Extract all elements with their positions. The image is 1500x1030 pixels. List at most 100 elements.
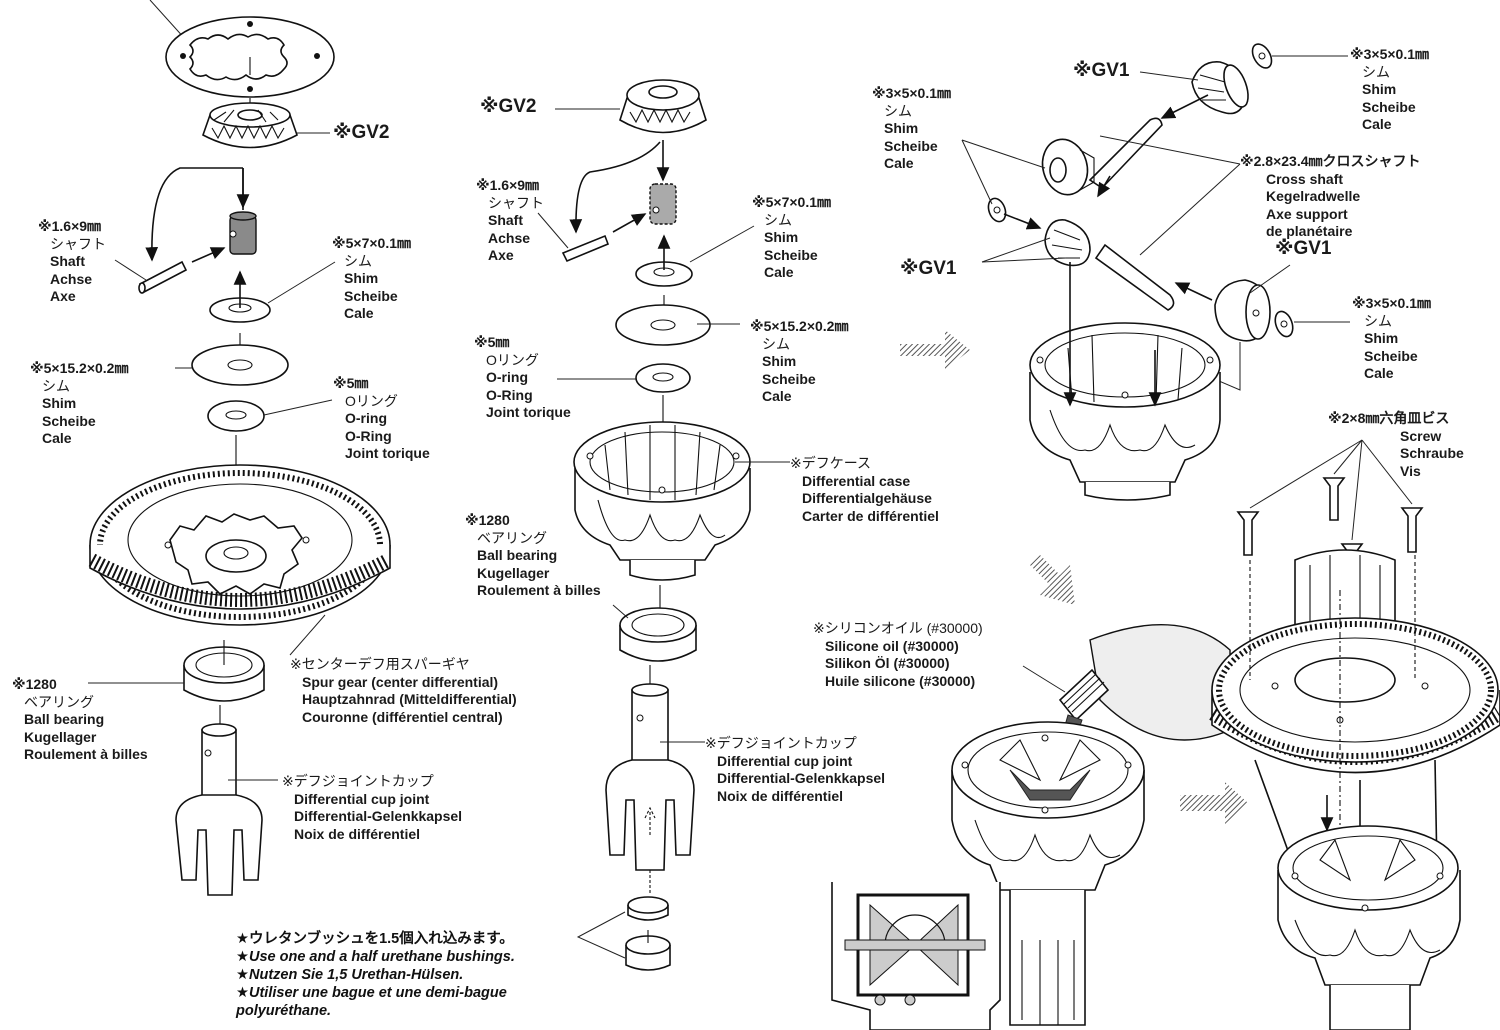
urethane-bushing-note: ★ウレタンブッシュを1.5個入れ込みます。 ★Use one and a hal…: [236, 930, 515, 1020]
label-shaft: ※1.6×9㎜ シャフト Shaft Achse Axe: [38, 218, 106, 306]
part-name-de: Kegelradwelle: [1266, 188, 1361, 204]
note-fr-cont: polyuréthane.: [236, 1003, 332, 1019]
part-name-de: O-Ring: [345, 427, 392, 444]
label-shim-large: ※5×15.2×0.2㎜ シム Shim Scheibe Cale: [750, 318, 848, 406]
part-name-de: Achse: [50, 270, 93, 287]
part-name-de: Scheibe: [42, 412, 96, 429]
part-name-fr: Cale: [42, 430, 72, 446]
bushing-part: [649, 183, 677, 225]
label-shim-small: ※5×7×0.1㎜ シム Shim Scheibe Cale: [752, 194, 831, 282]
part-name-fr: Huile silicone (#30000): [825, 672, 976, 689]
part-size: ※5×7×0.1㎜: [752, 194, 831, 210]
part-size: ※5㎜: [333, 375, 369, 391]
part-name-fr: Cale: [762, 388, 792, 404]
part-name-de: Scheibe: [1364, 347, 1418, 364]
part-name-jp: シム: [42, 377, 70, 394]
part-name-de: Differential-Gelenkkapsel: [717, 770, 886, 786]
part-name-en: Ball bearing: [24, 711, 105, 727]
label-gv2: ※GV2: [480, 96, 537, 117]
gv2-gear-part: [202, 102, 298, 149]
part-name-fr: Cale: [764, 264, 794, 280]
part-size: ※3×5×0.1㎜: [1350, 46, 1429, 62]
label-shaft: ※1.6×9㎜ シャフト Shaft Achse Axe: [476, 177, 544, 265]
cup-joint-part: [175, 723, 263, 896]
spur-gear-part: [1209, 617, 1500, 774]
part-size: ※1280: [465, 512, 510, 528]
part-name-fr: Axe: [50, 288, 76, 304]
oring-part: [207, 400, 265, 432]
label-cup-joint: ※デフジョイントカップ Differential cup joint Diffe…: [282, 773, 462, 843]
label-screw: ※2×8㎜六角皿ビス Screw Schraube Vis: [1328, 410, 1464, 480]
part-name-jp: シム: [344, 252, 372, 269]
part-name-en: Differential cup joint: [717, 752, 853, 769]
part-size: ※5×15.2×0.2㎜: [30, 360, 129, 376]
label-shim-large: ※5×15.2×0.2㎜ シム Shim Scheibe Cale: [30, 360, 128, 448]
part-size: ※1.6×9㎜: [476, 177, 540, 193]
urethane-bushing-parts: [625, 896, 671, 971]
part-size: ※2.8×23.4㎜クロスシャフト: [1240, 153, 1421, 169]
part-name-de: Kugellager: [477, 564, 550, 581]
note-de: ★Nutzen Sie 1,5 Urethan-Hülsen.: [236, 967, 464, 983]
bushing-part: [229, 211, 257, 255]
diff-case-part: [573, 421, 751, 581]
part-name-de: Silikon Öl (#30000): [825, 655, 950, 671]
part-name-jp: シャフト: [50, 235, 106, 252]
part-name-en: Differential case: [802, 472, 911, 489]
part-name-en: Spur gear (center differential): [302, 673, 499, 690]
bearing-part: [619, 607, 697, 662]
label-shim-small: ※5×7×0.1㎜ シム Shim Scheibe Cale: [332, 235, 411, 323]
part-name-en: Shim: [42, 395, 77, 411]
part-name-de: Scheibe: [884, 137, 938, 154]
part-name-en: Screw: [1400, 427, 1442, 444]
step-arrow-right-icon: [1180, 782, 1248, 824]
part-name-de: Kugellager: [24, 728, 97, 745]
part-name-en: Shaft: [50, 253, 85, 269]
gv1-gear-part: [1214, 279, 1271, 342]
part-name-de: Scheibe: [762, 370, 816, 387]
part-size: ※1280: [12, 676, 57, 692]
part-name-fr: Axe: [488, 247, 514, 263]
part-name-de: Differential-Gelenkkapsel: [294, 808, 463, 824]
label-silicone-oil: ※シリコンオイル (#30000) Silicone oil (#30000) …: [813, 620, 983, 690]
step-arrow-right-icon: [900, 330, 970, 370]
label-shim-top-right: ※3×5×0.1㎜ シム Shim Scheibe Cale: [1350, 46, 1429, 134]
part-name-de: Differentialgehäuse: [802, 490, 932, 506]
part-name-en: O-ring: [345, 410, 387, 426]
label-diff-case: ※デフケース Differential case Differentialgeh…: [790, 455, 939, 525]
oring-part: [635, 363, 691, 393]
diff-case-part: [951, 721, 1145, 891]
part-size: ※5㎜: [474, 334, 510, 350]
part-name-jp: ベアリング: [477, 529, 547, 546]
part-name-fr: Cale: [1364, 365, 1394, 381]
part-name-en: O-ring: [486, 369, 528, 385]
part-name-en: Silicone oil (#30000): [825, 637, 959, 654]
step-arrow-down-icon: [1030, 555, 1075, 605]
part-name-jp: ※シリコンオイル (#30000): [813, 620, 983, 636]
part-name-de: Scheibe: [1362, 98, 1416, 115]
gv1-gear-part: [1041, 138, 1095, 196]
note-fr: ★Utiliser une bague et une demi-bague: [236, 985, 507, 1001]
part-name-fr: Couronne (différentiel central): [302, 708, 503, 725]
label-shim-bottom-right: ※3×5×0.1㎜ シム Shim Scheibe Cale: [1352, 295, 1431, 383]
part-name-fr: Noix de différentiel: [717, 787, 844, 804]
part-name-fr: Cale: [344, 305, 374, 321]
part-name-fr: Cale: [1362, 116, 1392, 132]
label-cross-shaft: ※2.8×23.4㎜クロスシャフト Cross shaft Kegelradwe…: [1240, 153, 1421, 241]
large-shim-part: [615, 304, 711, 346]
middle-assembly: [537, 79, 790, 971]
left-assembly: [88, 0, 392, 896]
part-name-de: Scheibe: [344, 287, 398, 304]
note-jp: ★ウレタンブッシュを1.5個入れ込みます。: [236, 931, 514, 947]
part-name-fr: Joint torique: [345, 445, 430, 461]
part-name-jp: Oリング: [486, 351, 539, 368]
label-gv1-left: ※GV1: [900, 258, 957, 279]
label-bearing: ※1280 ベアリング Ball bearing Kugellager Roul…: [12, 676, 148, 764]
part-name-jp: シャフト: [488, 194, 544, 211]
part-name-fr: Roulement à billes: [24, 746, 148, 762]
label-oring: ※5㎜ Oリング O-ring O-Ring Joint torique: [333, 375, 430, 463]
part-name-de: Achse: [488, 229, 531, 246]
label-shim-left: ※3×5×0.1㎜ シム Shim Scheibe Cale: [872, 85, 951, 173]
part-size: ※3×5×0.1㎜: [872, 85, 951, 101]
part-name-jp: シム: [764, 211, 792, 228]
